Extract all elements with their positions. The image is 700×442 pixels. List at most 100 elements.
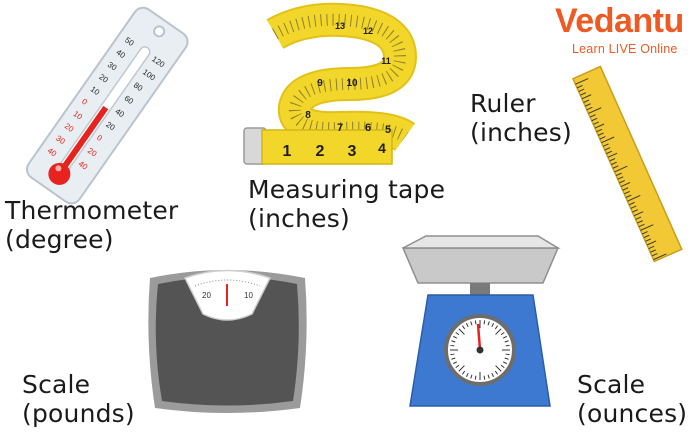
dial-tick: [470, 374, 473, 379]
kitchen-scale-label: Scale (ounces): [577, 370, 687, 428]
ruler-tick: [601, 136, 615, 144]
dial-tick: [502, 361, 507, 365]
dial-tick: [502, 335, 507, 339]
dial-tick: [470, 321, 473, 326]
dial-tick: [494, 325, 499, 330]
ruler-tick: [633, 211, 644, 217]
ruler-tick: [609, 158, 616, 162]
measuring-tape-label-name: Measuring tape: [248, 175, 446, 204]
dial-tick: [455, 364, 460, 369]
ruler-tick: [625, 194, 632, 198]
ruler-tick: [580, 92, 586, 96]
ruler-tick: [627, 194, 641, 202]
ruler-tick: [641, 231, 648, 235]
ruler-tick: [648, 245, 655, 250]
dial-tick: [465, 372, 469, 377]
ruler-tick: [578, 88, 585, 92]
ruler-tick: [638, 223, 645, 228]
dial-tick: [505, 344, 510, 347]
ruler-label-unit: (inches): [470, 118, 572, 147]
tape-number: 10: [346, 78, 358, 89]
dial-tick: [453, 361, 458, 365]
bathroom-scale-icon: 20 10: [148, 269, 307, 413]
dial-tick: [483, 320, 486, 325]
dial-tick: [455, 331, 460, 336]
ruler-tick: [622, 187, 629, 191]
brand-name: Vedantu: [555, 2, 684, 40]
ruler-tick: [584, 103, 591, 107]
thermometer-label: Thermometer (degree): [5, 196, 178, 254]
ruler-tick: [611, 161, 617, 166]
ruler-tick: [651, 253, 658, 257]
dial-tick: [491, 372, 495, 377]
dial-tick: [450, 353, 455, 356]
tape-number: 9: [317, 78, 323, 89]
dial-tick: [504, 357, 509, 360]
ruler-tick: [597, 132, 604, 136]
measuring-tape-label: Measuring tape (inches): [248, 175, 445, 233]
ruler-label-name: Ruler: [470, 89, 536, 118]
ruler-tick: [575, 78, 589, 85]
ruler-tick: [620, 182, 631, 187]
dial-tick: [483, 375, 486, 380]
dial-tick: [495, 365, 502, 372]
ruler-tick: [637, 220, 643, 224]
dial-tick: [504, 340, 509, 343]
ruler-tick: [614, 165, 628, 173]
kitchen-scale-label-name: Scale: [577, 370, 646, 399]
kitchen-scale-label-unit: (ounces): [577, 399, 688, 428]
dial-tick: [474, 375, 477, 380]
ruler-tick: [604, 147, 611, 151]
dial-tick: [494, 370, 499, 375]
tape-number: 5: [385, 124, 391, 136]
dial-tick: [461, 370, 466, 375]
thermometer-scale-label: 0: [95, 133, 104, 143]
dial-tick: [465, 323, 469, 328]
ruler-tick: [653, 253, 667, 261]
ruler-tick: [588, 107, 602, 114]
ruler-tick: [612, 165, 619, 169]
dial-tick: [500, 364, 505, 369]
dial-tick: [451, 357, 456, 360]
ruler-label: Ruler (inches): [470, 89, 572, 147]
ruler-tick: [602, 143, 609, 147]
bathroom-dial-right: 10: [244, 291, 253, 300]
ruler-tick: [599, 136, 606, 140]
ruler-tick: [643, 234, 650, 239]
dial-tick: [491, 323, 495, 328]
dial-tick: [500, 331, 505, 336]
ruler-tick: [650, 249, 656, 253]
thermometer-scale-label: 0: [80, 97, 89, 107]
dial-tick: [487, 321, 490, 326]
ruler-tick: [624, 190, 630, 195]
bathroom-dial-left: 20: [202, 291, 211, 300]
dial-tick: [458, 365, 465, 372]
measuring-tape-label-unit: (inches): [248, 204, 350, 233]
ruler-icon: [571, 65, 683, 263]
tape-number: 12: [363, 26, 373, 36]
ruler-tick: [607, 152, 618, 158]
ruler-tick: [619, 179, 626, 184]
thermometer-label-name: Thermometer: [5, 196, 179, 225]
ruler-tick: [583, 99, 590, 103]
ruler-tick: [617, 176, 624, 180]
ruler-tick: [586, 106, 593, 111]
ruler-tick: [615, 172, 622, 177]
ruler-tick: [596, 128, 603, 133]
tape-number: 11: [381, 56, 391, 66]
tape-number: 13: [335, 21, 345, 31]
bathroom-scale-label: Scale (pounds): [22, 370, 135, 428]
dial-tick: [458, 328, 465, 335]
ruler-tick: [632, 209, 639, 213]
ruler-tick: [581, 94, 592, 100]
ruler-tick: [589, 114, 596, 118]
tape-number: 2: [316, 143, 325, 160]
ruler-tick: [646, 240, 657, 246]
tape-number: 6: [365, 122, 371, 134]
ruler-tick: [628, 201, 635, 206]
ruler-tick: [630, 205, 637, 209]
dial-tick: [505, 353, 510, 356]
ruler-tick: [593, 121, 600, 125]
dial-tick: [495, 328, 502, 335]
